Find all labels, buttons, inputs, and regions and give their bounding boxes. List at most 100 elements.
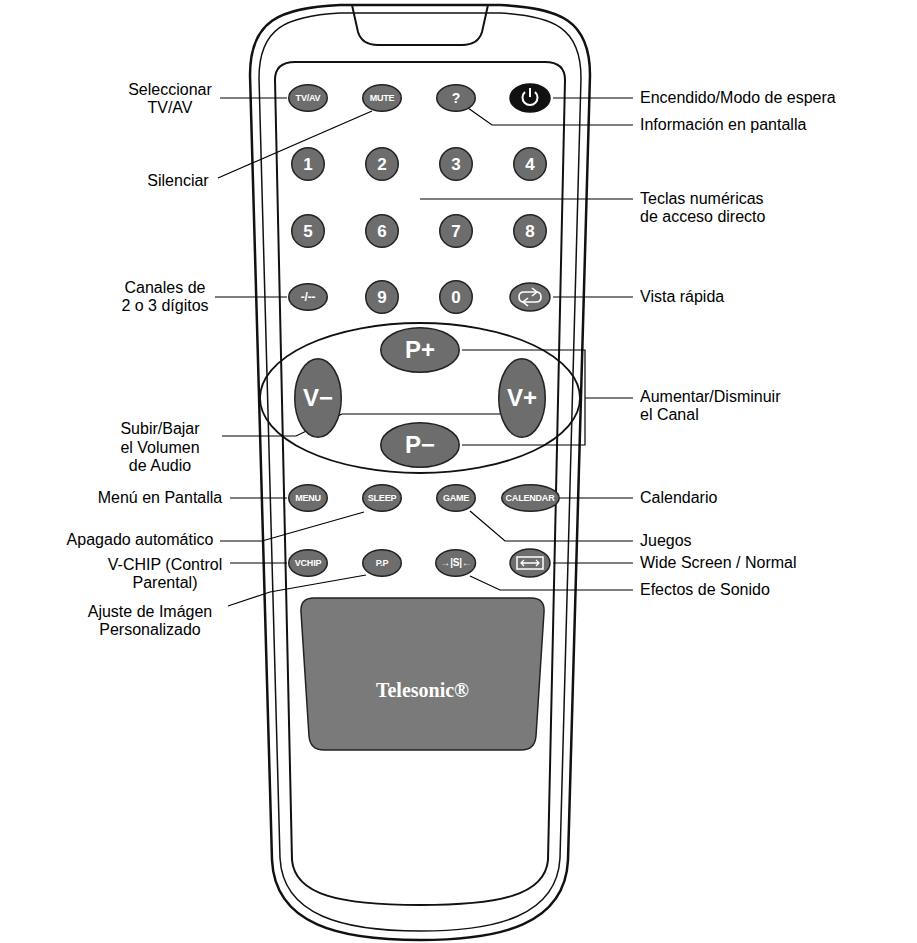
remote-button: ?	[436, 84, 476, 112]
button-label: VCHIP	[295, 559, 322, 568]
leader-line	[230, 497, 287, 498]
button-ellipse	[366, 281, 399, 314]
button-ellipse	[501, 485, 558, 512]
remote-button: 4	[513, 147, 547, 181]
leader-line	[559, 497, 633, 498]
callout-label: Calendario	[640, 489, 717, 507]
remote-top-notch	[352, 5, 488, 45]
remote-button: TV/AV	[288, 84, 328, 112]
button-ellipse	[499, 359, 546, 438]
callout-label: Ajuste de Imágen Personalizado	[85, 603, 215, 640]
leader-line	[553, 296, 633, 297]
remote-button: V+	[498, 358, 546, 438]
callout-label: Menú en Pantalla	[98, 489, 223, 507]
button-ellipse	[381, 423, 460, 468]
button-label: →|S|←	[440, 558, 471, 568]
remote-button: MENU	[288, 484, 328, 512]
button-panel-outline	[275, 62, 565, 905]
button-ellipse	[363, 485, 402, 512]
button-ellipse	[292, 215, 325, 248]
leader-line	[220, 97, 287, 98]
button-label: -/--	[301, 291, 316, 303]
button-label: 8	[525, 223, 534, 240]
callout-label: Apagado automático	[67, 531, 214, 549]
button-ellipse	[289, 85, 328, 112]
remote-button: P−	[380, 422, 460, 468]
remote-button: 1	[291, 147, 325, 181]
button-ellipse	[363, 85, 402, 112]
power-symbol	[529, 88, 531, 97]
remote-button: CALENDAR	[501, 484, 560, 512]
button-label: 9	[377, 289, 386, 306]
button-label: MUTE	[370, 94, 395, 103]
remote-button: 0	[439, 280, 473, 314]
loop-arrow-icon	[519, 292, 541, 302]
brand-panel: Telesonic®	[300, 598, 545, 750]
button-ellipse	[289, 550, 328, 577]
callout-label: Seleccionar TV/AV	[120, 81, 220, 118]
remote-button: 8	[513, 214, 547, 248]
remote-button: P.P	[362, 549, 402, 577]
button-ellipse	[381, 328, 460, 373]
remote-button: SLEEP	[362, 484, 402, 512]
button-label: 4	[525, 156, 534, 173]
leader-line	[220, 512, 364, 541]
power-button	[510, 84, 550, 112]
callout-label: Canales de 2 o 3 dígitos	[120, 279, 210, 316]
button-label: 6	[377, 223, 386, 240]
leader-line	[222, 414, 500, 436]
remote-button: 9	[365, 280, 399, 314]
callout-label: Teclas numéricas de acceso directo	[640, 190, 780, 227]
button-ellipse	[292, 148, 325, 181]
remote-button: VCHIP	[288, 549, 328, 577]
remote-button: -/--	[288, 283, 328, 311]
direction-ring	[260, 323, 580, 473]
button-label: P−	[405, 433, 435, 457]
callout-label: Vista rápida	[640, 288, 724, 306]
leader-lines	[215, 98, 633, 606]
callout-label: Encendido/Modo de espera	[640, 89, 836, 107]
bracket	[462, 350, 585, 445]
wide-screen-icon	[521, 560, 539, 566]
loop-arrow-icon	[523, 288, 537, 306]
button-ellipse	[289, 485, 328, 512]
button-ellipse	[437, 485, 476, 512]
callout-label: Información en pantalla	[640, 116, 806, 134]
button-label: V−	[303, 386, 333, 410]
remote-button: 2	[365, 147, 399, 181]
remote-button: 5	[291, 214, 325, 248]
button-label: V+	[507, 386, 537, 410]
callout-label: Silenciar	[147, 172, 208, 190]
button-label: ?	[452, 91, 460, 105]
remote-button: V−	[294, 358, 342, 438]
callout-label: Subir/Bajar el Volumen de Audio	[116, 420, 204, 475]
button-ellipse	[366, 215, 399, 248]
remote-outer-outline	[250, 5, 590, 940]
button-label: GAME	[443, 494, 469, 503]
button-label: P.P	[376, 559, 389, 568]
button-ellipse	[514, 148, 547, 181]
leader-line	[553, 97, 633, 98]
leader-line	[470, 576, 633, 590]
wide-screen-icon	[517, 557, 543, 569]
leader-line	[585, 397, 633, 398]
button-ellipse	[289, 284, 328, 311]
remote-button: 7	[439, 214, 473, 248]
callout-label: Efectos de Sonido	[640, 581, 770, 599]
button-ellipse	[366, 148, 399, 181]
callout-label: V-CHIP (Control Parental)	[105, 556, 225, 593]
leader-line	[553, 562, 633, 563]
remote-button: →|S|←	[435, 549, 476, 577]
leader-line	[215, 296, 287, 297]
button-ellipse	[437, 85, 476, 112]
remote-button: 3	[439, 147, 473, 181]
button-ellipse	[514, 215, 547, 248]
button-label: 7	[451, 223, 460, 240]
button-ellipse	[440, 215, 473, 248]
wide-screen-button	[510, 549, 550, 577]
brand-name: Telesonic®	[376, 680, 469, 700]
button-ellipse	[440, 148, 473, 181]
button-label: P+	[405, 338, 435, 362]
button-label: 3	[451, 156, 460, 173]
